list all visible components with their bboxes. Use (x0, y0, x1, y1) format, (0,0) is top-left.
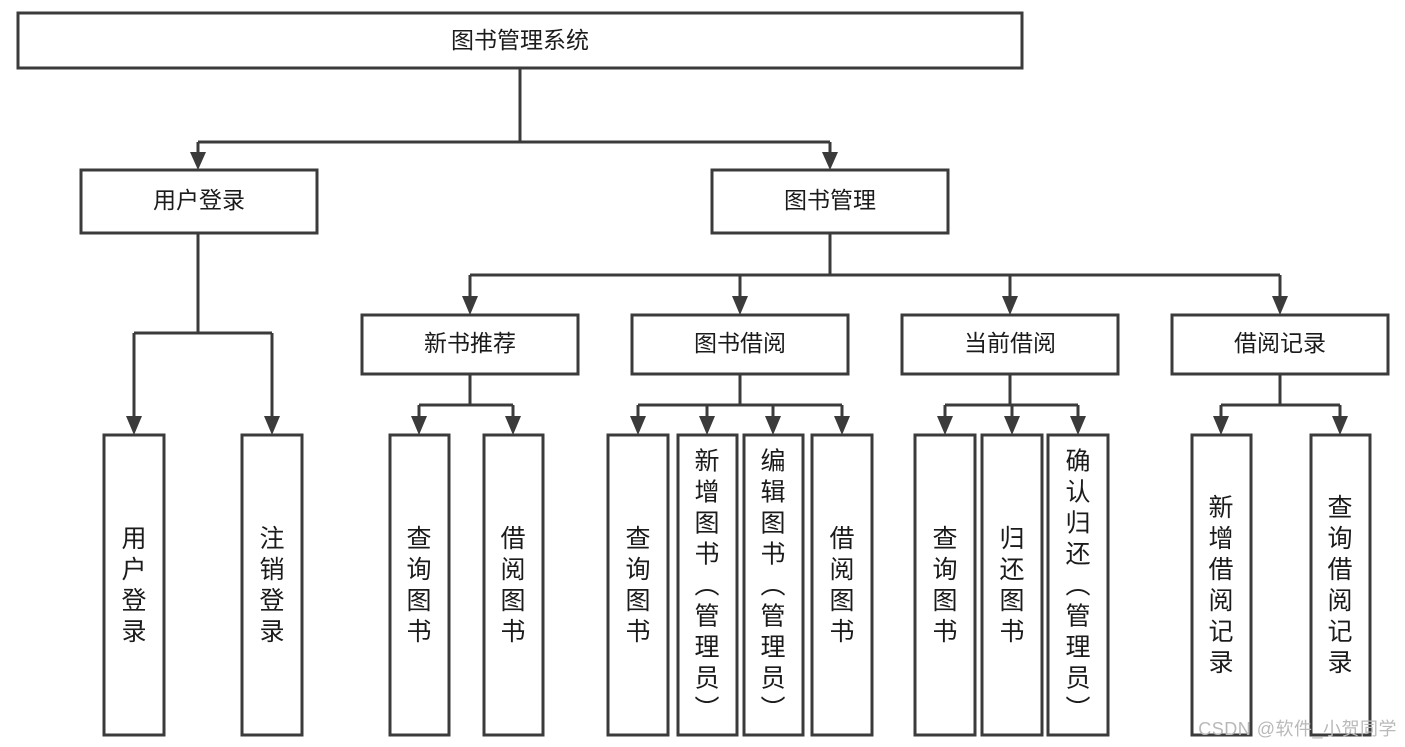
connectors (126, 68, 1348, 435)
node-leaf-borrow-book-2[interactable]: 借阅图书 (810, 433, 874, 737)
node-leaf-return-book[interactable]: 归还图书 (980, 433, 1044, 737)
arrow-head-leaf-borrow-book-1 (505, 416, 521, 435)
node-leaf-borrow-book-1-box[interactable] (482, 433, 545, 737)
node-book-borrow[interactable]: 图书借阅 (630, 313, 850, 376)
node-book-management-label: 图书管理 (784, 187, 876, 213)
node-current-borrow-box[interactable] (900, 313, 1120, 376)
arrow-head-leaf-edit-book (765, 416, 781, 435)
node-leaf-query-book-3[interactable]: 查询图书 (913, 433, 977, 737)
node-leaf-query-book-2-label: 查询图书 (625, 525, 650, 646)
arrow-head-new-book-recommend (462, 296, 478, 315)
node-book-management[interactable]: 图书管理 (710, 168, 950, 235)
arrow-head-user-login (190, 152, 206, 170)
arrow-head-leaf-user-login (126, 416, 142, 435)
node-leaf-add-book[interactable]: 新增图书︵管理员︶ (676, 433, 739, 737)
node-leaf-add-book-label: 新增图书︵管理员︶ (694, 448, 719, 724)
node-leaf-borrow-book-2-box[interactable] (810, 433, 874, 737)
arrow-head-leaf-query-record (1332, 416, 1348, 435)
node-leaf-user-login-label: 用户登录 (121, 525, 146, 646)
node-borrow-record-box[interactable] (1170, 313, 1390, 376)
node-book-borrow-box[interactable] (630, 313, 850, 376)
arrow-head-borrow-record (1272, 296, 1288, 315)
node-leaf-query-record[interactable]: 查询借阅记录 (1309, 433, 1372, 737)
arrow-head-current-borrow (1002, 296, 1018, 315)
node-leaf-query-book-1-label: 查询图书 (406, 525, 431, 646)
node-leaf-confirm-return[interactable]: 确认归还︵管理员︶ (1046, 433, 1110, 737)
node-leaf-query-record-box[interactable] (1309, 433, 1372, 737)
node-book-borrow-label: 图书借阅 (694, 330, 786, 356)
arrow-head-leaf-query-book-1 (411, 416, 427, 435)
arrow-head-leaf-add-record (1213, 416, 1229, 435)
node-leaf-add-record[interactable]: 新增借阅记录 (1190, 433, 1253, 737)
arrow-head-leaf-borrow-book-2 (834, 416, 850, 435)
node-leaf-borrow-book-1-label: 借阅图书 (500, 525, 525, 646)
node-leaf-borrow-book-1[interactable]: 借阅图书 (482, 433, 545, 737)
node-leaf-query-book-1-box[interactable] (388, 433, 451, 737)
node-book-management-box[interactable] (710, 168, 950, 235)
node-leaf-edit-book-box[interactable] (742, 433, 805, 737)
node-leaf-query-book-3-box[interactable] (913, 433, 977, 737)
node-leaf-logout-login-box[interactable] (240, 433, 304, 737)
node-leaf-add-book-box[interactable] (676, 433, 739, 737)
arrow-head-book-management (822, 152, 838, 170)
node-leaf-add-record-label: 新增借阅记录 (1208, 494, 1233, 677)
node-borrow-record-label: 借阅记录 (1234, 330, 1326, 356)
node-new-book-recommend-label: 新书推荐 (424, 330, 516, 356)
node-borrow-record[interactable]: 借阅记录 (1170, 313, 1390, 376)
node-leaf-query-record-label: 查询借阅记录 (1327, 494, 1352, 677)
csdn-watermark: CSDN @软件_小贺同学 (1198, 719, 1397, 739)
node-root-box[interactable] (16, 11, 1024, 70)
node-leaf-logout-login[interactable]: 注销登录 (240, 433, 304, 737)
arrow-head-book-borrow (732, 296, 748, 315)
node-leaf-logout-login-label: 注销登录 (259, 525, 284, 646)
arrow-head-leaf-return-book (1004, 416, 1020, 435)
node-leaf-query-book-1[interactable]: 查询图书 (388, 433, 451, 737)
node-root-label: 图书管理系统 (451, 27, 589, 53)
node-new-book-recommend-box[interactable] (360, 313, 580, 376)
node-user-login[interactable]: 用户登录 (79, 168, 319, 235)
node-leaf-return-book-label: 归还图书 (999, 525, 1024, 646)
node-leaf-user-login[interactable]: 用户登录 (102, 433, 166, 737)
node-root[interactable]: 图书管理系统 (16, 11, 1024, 70)
node-leaf-add-record-box[interactable] (1190, 433, 1253, 737)
arrow-head-leaf-logout-login (264, 416, 280, 435)
node-current-borrow[interactable]: 当前借阅 (900, 313, 1120, 376)
node-leaf-query-book-3-label: 查询图书 (932, 525, 957, 646)
node-user-login-box[interactable] (79, 168, 319, 235)
arrow-head-leaf-query-book-2 (630, 416, 646, 435)
node-leaf-query-book-2[interactable]: 查询图书 (606, 433, 670, 737)
node-leaf-return-book-box[interactable] (980, 433, 1044, 737)
node-leaf-user-login-box[interactable] (102, 433, 166, 737)
arrow-head-leaf-add-book (699, 416, 715, 435)
node-leaf-confirm-return-label: 确认归还︵管理员︶ (1065, 448, 1090, 724)
node-leaf-confirm-return-box[interactable] (1046, 433, 1110, 737)
arrow-head-leaf-confirm-return (1070, 416, 1086, 435)
node-user-login-label: 用户登录 (153, 187, 245, 213)
leaf-nodes: 用户登录 注销登录 查询图书 借阅图书 查询图书 新增图书︵管理员︶ 编辑图书︵… (102, 433, 1372, 737)
node-leaf-edit-book[interactable]: 编辑图书︵管理员︶ (742, 433, 805, 737)
arrow-head-leaf-query-book-3 (937, 416, 953, 435)
node-leaf-query-book-2-box[interactable] (606, 433, 670, 737)
node-new-book-recommend[interactable]: 新书推荐 (360, 313, 580, 376)
node-leaf-edit-book-label: 编辑图书︵管理员︶ (760, 448, 785, 724)
node-current-borrow-label: 当前借阅 (964, 330, 1056, 356)
node-leaf-borrow-book-2-label: 借阅图书 (829, 525, 854, 646)
